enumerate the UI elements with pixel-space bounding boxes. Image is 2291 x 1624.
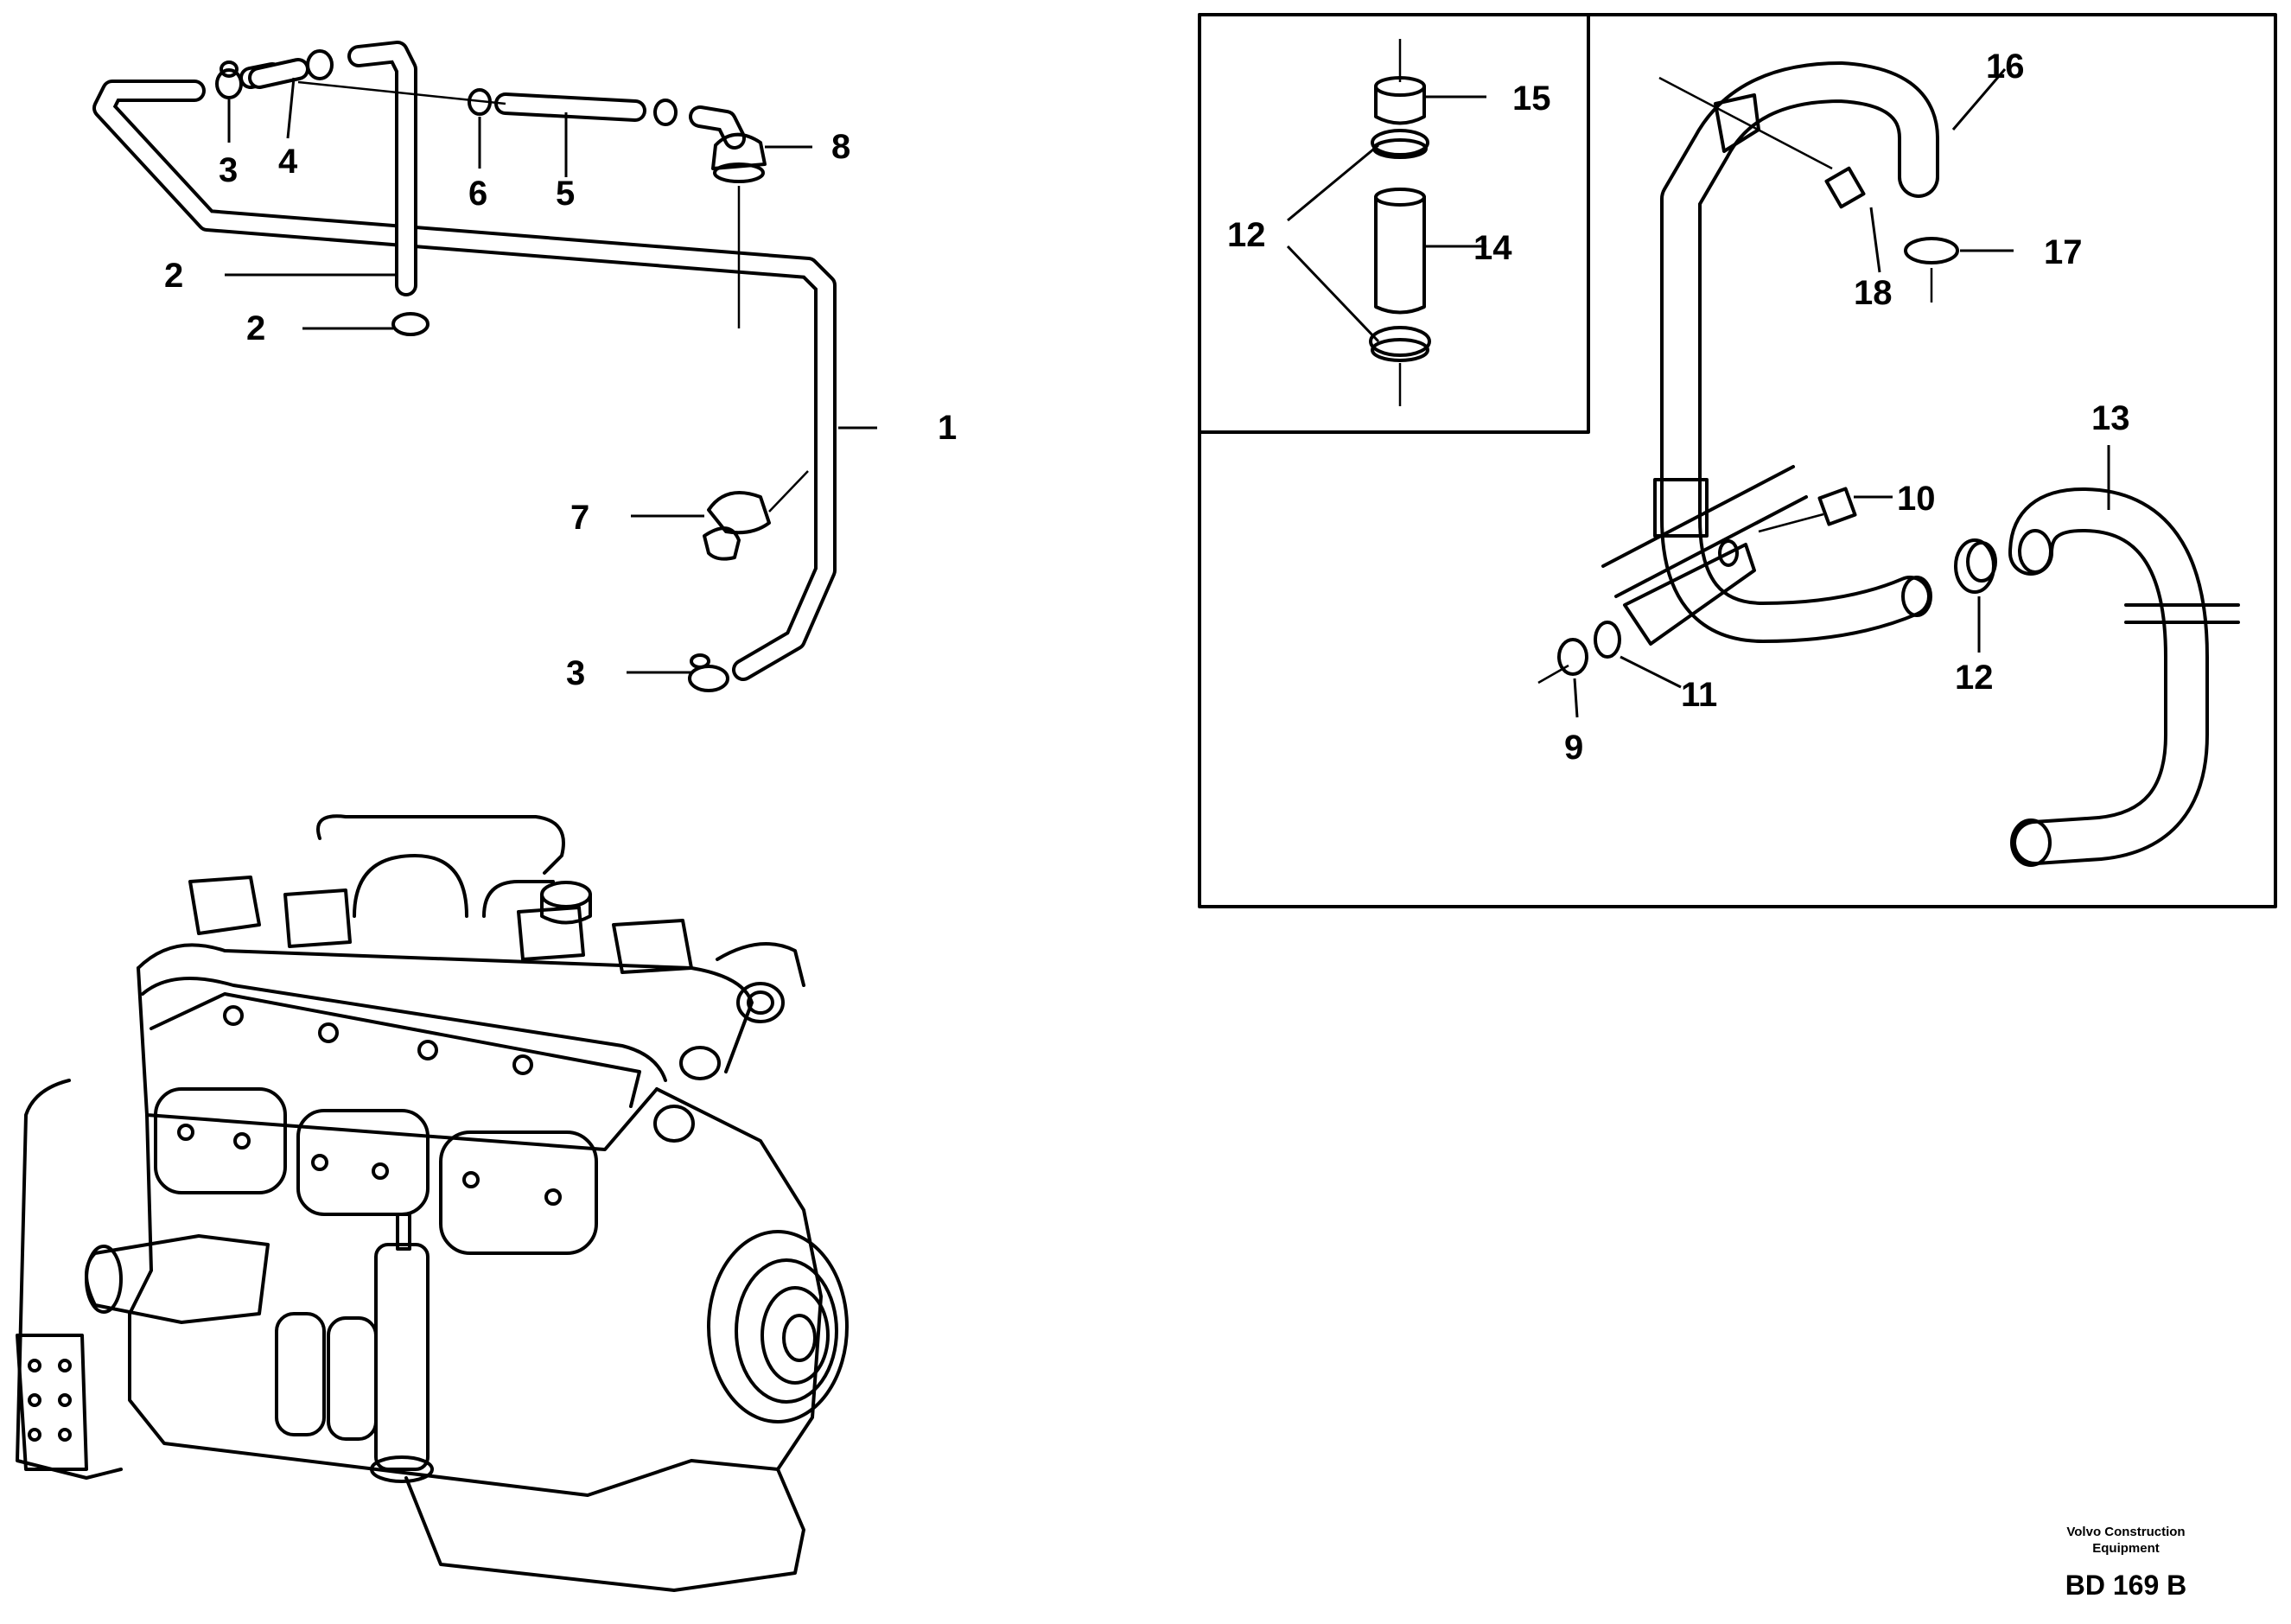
- callout-5: 5: [556, 175, 575, 213]
- leaders-right-detail: [1573, 68, 2110, 718]
- callout-18: 18: [1854, 274, 1893, 312]
- right-detail-parts: [1537, 61, 2240, 867]
- callout-13: 13: [2091, 399, 2130, 437]
- callout-3-top: 3: [219, 151, 238, 189]
- callout-6: 6: [468, 175, 487, 213]
- callout-1: 1: [938, 409, 957, 447]
- callout-8: 8: [831, 128, 850, 166]
- company-line-2: Equipment: [2092, 1541, 2160, 1556]
- callouts-inset: 15 14 12: [1227, 80, 1551, 267]
- callouts-right-detail: 16 17 18 13 10 12 11 9: [1564, 48, 2130, 767]
- callout-16: 16: [1986, 48, 2025, 86]
- leaders-inset: [1286, 95, 1486, 343]
- callout-3-bottom: 3: [566, 654, 585, 692]
- callout-14: 14: [1473, 229, 1512, 267]
- callout-15: 15: [1512, 80, 1551, 118]
- drawing-code: BD 169 B: [2065, 1570, 2187, 1601]
- callout-11: 11: [1681, 676, 1717, 714]
- callout-12-right: 12: [1955, 659, 1994, 697]
- company-line-1: Volvo Construction: [2066, 1525, 2185, 1539]
- leaders-top-left: [225, 77, 877, 674]
- callout-17: 17: [2044, 233, 2083, 271]
- callouts-top-left: 1 2 2 3 4 6 5 8 7 3: [164, 128, 957, 692]
- inset-parts: [1369, 39, 1431, 406]
- detail-frame: [1198, 13, 2277, 908]
- engine-illustration: [16, 814, 849, 1592]
- hose-assembly: [92, 41, 837, 692]
- callout-4: 4: [278, 143, 298, 181]
- callout-10: 10: [1897, 480, 1936, 518]
- callout-2-lower: 2: [246, 309, 265, 347]
- callout-7: 7: [570, 499, 589, 537]
- callout-12-inset: 12: [1227, 216, 1266, 254]
- title-block: Volvo Construction Equipment BD 169 B: [2065, 1525, 2187, 1601]
- callout-2-upper: 2: [164, 257, 183, 295]
- callout-9: 9: [1564, 729, 1583, 767]
